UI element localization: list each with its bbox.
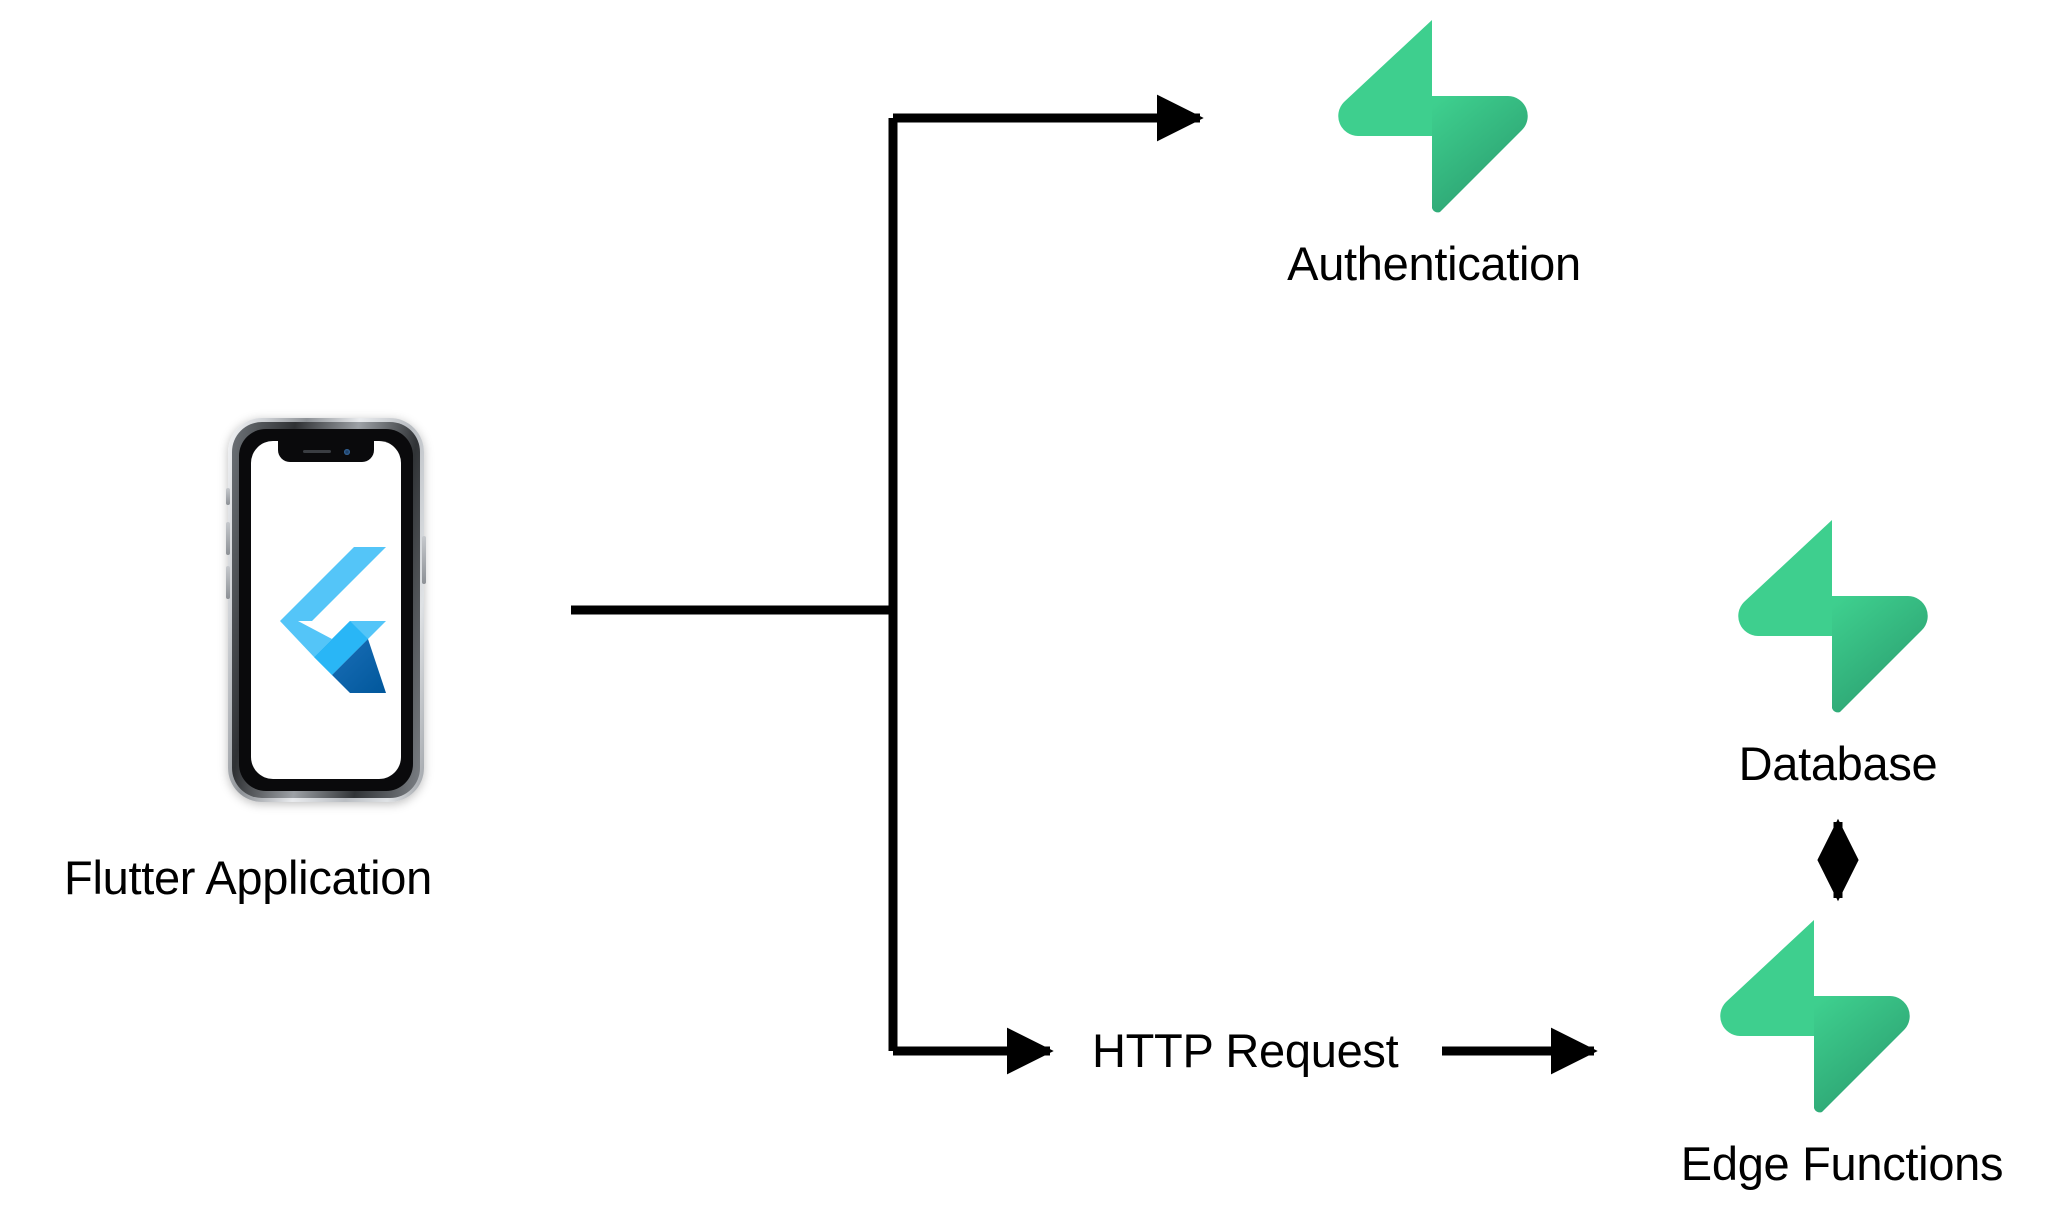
authentication-supabase-logo <box>1338 20 1528 213</box>
phone-speaker-icon <box>302 450 331 453</box>
phone-power-button-icon <box>422 536 426 584</box>
supabase-lower-triangle <box>1832 596 1928 713</box>
flutter-application-label: Flutter Application <box>64 851 432 904</box>
phone-mid-frame <box>232 422 420 798</box>
database-label: Database <box>1738 737 1938 790</box>
http-request-label: HTTP Request <box>1092 1024 1399 1077</box>
phone-notch <box>278 441 374 462</box>
flutter-left-diagonal <box>280 621 332 658</box>
phone-mute-switch-icon <box>226 488 230 505</box>
phone-camera-icon <box>343 448 350 455</box>
phone-bezel <box>239 429 413 791</box>
supabase-lower-triangle <box>1814 996 1910 1113</box>
supabase-upper-triangle <box>1738 520 1832 636</box>
flutter-mid-fold <box>314 621 368 676</box>
edge-functions-label: Edge Functions <box>1680 1137 2004 1190</box>
flutter-logo <box>280 547 386 694</box>
flutter-bottom-triangle <box>332 639 386 694</box>
supabase-upper-triangle <box>1720 920 1814 1036</box>
phone-volume-up-icon <box>226 522 230 555</box>
database-supabase-logo <box>1738 520 1928 713</box>
supabase-upper-triangle <box>1338 20 1432 136</box>
authentication-label: Authentication <box>1287 237 1581 290</box>
flutter-upper-stroke <box>280 547 386 622</box>
phone-volume-down-icon <box>226 566 230 599</box>
phone-outer-frame <box>226 418 426 802</box>
flutter-application-device <box>226 418 426 802</box>
phone-screen <box>251 441 401 779</box>
edge-functions-supabase-logo <box>1720 920 1910 1113</box>
supabase-lower-triangle <box>1432 96 1528 213</box>
